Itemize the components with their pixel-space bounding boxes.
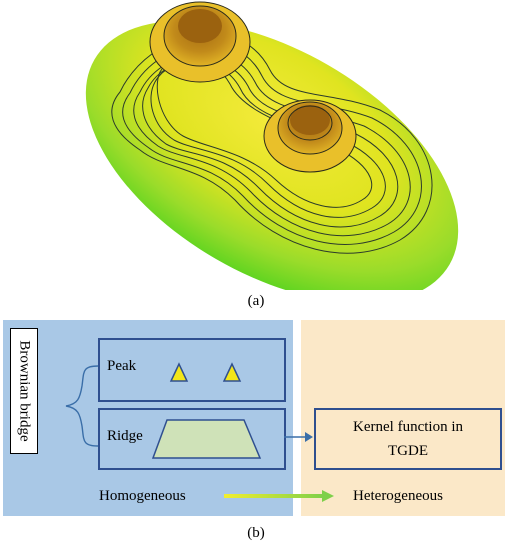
density-surface-illustration <box>85 1 459 290</box>
surface-peak-left <box>149 1 251 83</box>
homogeneous-label: Homogeneous <box>99 488 186 504</box>
brownian-bridge-box: Brownian bridge <box>10 328 38 454</box>
surface-peak-right <box>263 99 357 173</box>
gradient-arrow-head-icon <box>322 490 334 502</box>
kernel-label-line2: TGDE <box>388 443 428 459</box>
caption-b: (b) <box>247 525 265 541</box>
gradient-arrow-shaft <box>224 494 324 498</box>
heterogeneous-panel <box>301 320 505 516</box>
homogeneous-panel <box>3 320 293 516</box>
kernel-label-line1: Kernel function in <box>353 419 463 435</box>
ridge-label: Ridge <box>107 428 143 444</box>
ridge-box <box>98 408 286 470</box>
arrow-head-icon <box>305 432 313 442</box>
curly-brace <box>65 365 99 447</box>
peak-label: Peak <box>107 358 137 374</box>
peak-box <box>98 338 286 402</box>
kernel-function-box: Kernel function in TGDE <box>314 408 502 470</box>
surface-body <box>85 20 459 290</box>
trapezoid-icon <box>151 419 262 459</box>
triangle-icon <box>222 362 242 382</box>
heterogeneous-label: Heterogeneous <box>353 488 443 504</box>
triangle-icon <box>169 362 189 382</box>
caption-a: (a) <box>247 293 265 309</box>
